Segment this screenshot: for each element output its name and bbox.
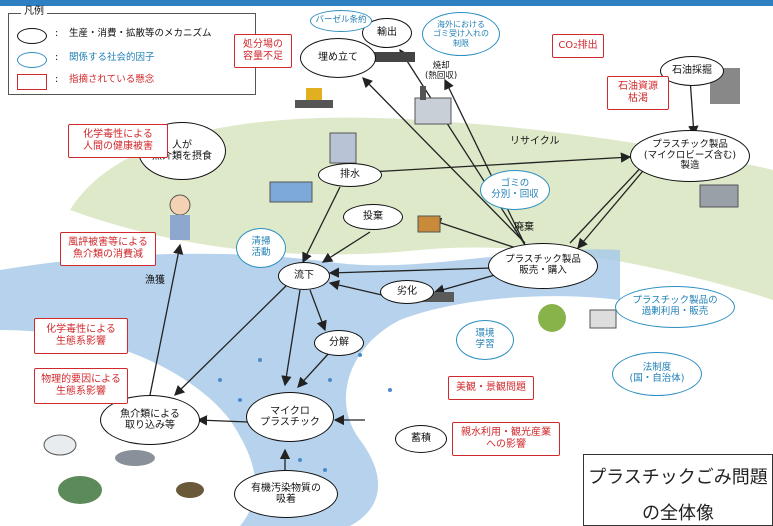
- excavator: [306, 88, 322, 100]
- factor-env-education: 環境 学習: [456, 320, 514, 360]
- edge-decomp-micro: [297, 351, 331, 388]
- node-dumping: 投棄: [343, 204, 403, 230]
- factor-overseas: 海外における ゴミ受け入れの 制限: [422, 12, 500, 56]
- bird-illustration: [43, 434, 77, 456]
- edge-dump-runoff: [321, 231, 371, 263]
- washer: [329, 132, 357, 164]
- edge-sales-export: [399, 48, 526, 246]
- node-oil-mining: 石油採掘: [660, 56, 724, 86]
- node-pollutant-adsorption: 有機汚染物質の 吸着: [234, 470, 338, 518]
- caption-line-1: プラスチックごみ問題: [588, 467, 768, 488]
- edge-drain-runoff: [302, 186, 341, 264]
- edge-sales-runoff: [328, 267, 493, 278]
- node-incineration: 焼却 (熱回収): [425, 61, 458, 81]
- node-decomposition: 分解: [314, 330, 364, 356]
- co2-suffix: 排出: [577, 40, 598, 51]
- caption-box: プラスチックごみ問題 の全体像: [583, 454, 773, 526]
- factory: [699, 184, 739, 208]
- edge-sales-degrade: [433, 274, 496, 295]
- edge-label-fishing: 漁獲: [145, 275, 165, 286]
- concern-scenery: 美観・景観問題: [448, 376, 534, 400]
- edge-oil-products: [688, 77, 699, 137]
- legend-text-social: 関係する社会的因子: [69, 52, 155, 63]
- node-degradation: 劣化: [380, 280, 434, 304]
- edge-label-discard: 廃棄: [514, 222, 534, 233]
- landfill-pile: [295, 100, 333, 108]
- edge-sales-products: [569, 159, 649, 244]
- edge-runoff-fish: [174, 281, 291, 396]
- shellfish-illustration: [176, 482, 204, 498]
- edge-fish-human: [149, 243, 184, 396]
- turtle-illustration: [58, 476, 102, 504]
- legend-black-ellipse: [17, 28, 47, 44]
- ship: [370, 52, 415, 62]
- legend-text-concern: 指摘されている懸念: [69, 74, 155, 85]
- concern-chem-eco: 化学毒性による 生態系影響: [34, 318, 128, 354]
- legend-title: 凡例: [21, 6, 47, 18]
- edge-degrade-runoff: [328, 279, 383, 296]
- node-sales: プラスチック製品 販売・購入: [488, 243, 598, 289]
- co2-prefix: CO: [558, 40, 574, 51]
- edge-sales-incineration: [444, 78, 526, 246]
- node-runoff: 流下: [278, 262, 330, 290]
- fish-illustration: [115, 450, 155, 466]
- top-bar: [0, 0, 773, 6]
- factor-basel: バーゼル条約: [310, 10, 372, 32]
- caption-line-2: の全体像: [642, 503, 714, 524]
- node-accumulation: 蓄積: [395, 425, 447, 453]
- legend: 凡例 : 生産・消費・拡散等のメカニズム : 関係する社会的因子 : 指摘されて…: [8, 6, 256, 95]
- legend-blue-ellipse: [17, 52, 47, 68]
- concern-oil-depletion: 石油資源 枯渇: [607, 76, 669, 110]
- register: [589, 309, 617, 329]
- degraded-item: [420, 292, 454, 302]
- person-body: [170, 215, 190, 240]
- debris-dots: [218, 353, 392, 472]
- river: [0, 249, 620, 526]
- legend-red-box: [17, 74, 47, 90]
- edge-products-sales: [577, 164, 649, 249]
- node-microplastic: マイクロ プラスチック: [246, 392, 334, 442]
- node-drainage: 排水: [318, 163, 382, 187]
- concern-reputation: 風評被害等による 魚介類の消費減: [60, 232, 156, 266]
- node-landfill: 埋め立て: [300, 38, 376, 78]
- edge-runoff-decomp: [309, 289, 327, 332]
- legend-text-mechanism: 生産・消費・拡散等のメカニズム: [69, 28, 212, 39]
- edge-micro-fish: [196, 415, 249, 426]
- trash-bag: [417, 215, 441, 233]
- incinerator: [414, 97, 452, 125]
- concern-phys-eco: 物理的要因による 生態系影響: [34, 368, 128, 404]
- co2-sub: 2: [573, 41, 578, 50]
- node-plastic-products: プラスチック製品 (マイクロビーズ含む) 製造: [630, 130, 750, 182]
- factor-cleanup: 清掃 活動: [236, 228, 286, 268]
- concern-landfill-shortage: 処分場の 容量不足: [234, 34, 292, 68]
- legend-sep-1: :: [55, 28, 59, 39]
- edge-label-recycle: リサイクル: [510, 136, 560, 147]
- edge-sales-landfill: [362, 77, 526, 244]
- shopper: [538, 304, 566, 332]
- factor-legislation: 法制度 (国・自治体): [612, 352, 702, 396]
- factor-sorting: ゴミの 分別・回収: [480, 170, 550, 210]
- edge-runoff-micro: [281, 289, 301, 387]
- concern-tourism: 親水利用・観光産業 への影響: [452, 422, 560, 456]
- solar-panel: [269, 181, 313, 203]
- factor-overuse: プラスチック製品の 過剰利用・販売: [615, 286, 735, 328]
- person-head: [169, 194, 191, 216]
- legend-sep-3: :: [55, 74, 59, 85]
- legend-sep-2: :: [55, 52, 59, 63]
- concern-human-health: 化学毒性による 人間の健康被害: [68, 124, 168, 158]
